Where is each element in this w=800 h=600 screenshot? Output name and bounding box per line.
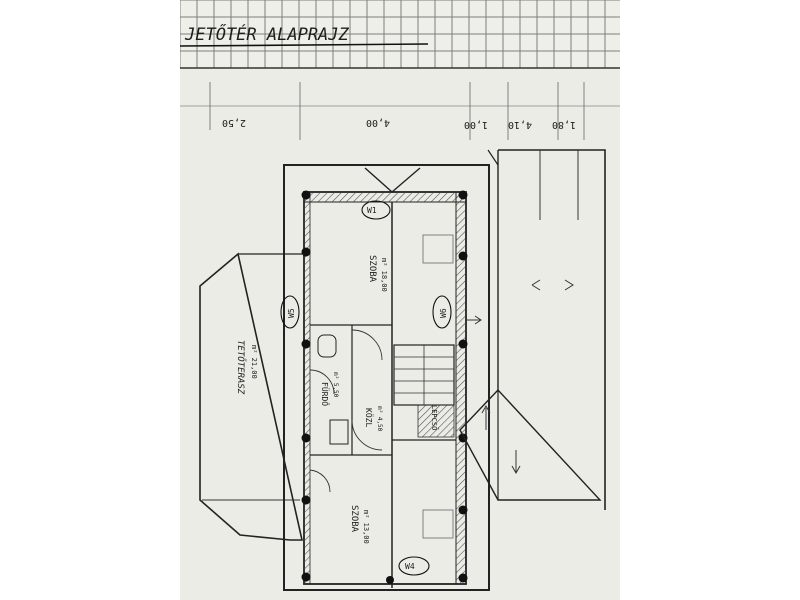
title-underline [180, 43, 429, 47]
building-outline [283, 164, 490, 591]
direction-arrows [466, 279, 574, 475]
dimension-5: 1,80 [552, 119, 576, 130]
plan-title: JETŐTÉR ALAPRAJZ [184, 23, 350, 45]
room-name-3: KÖZL [364, 408, 374, 427]
window-tag-w4: W4 [398, 556, 430, 576]
window-tag-w5: W5 [280, 295, 300, 329]
room-area-1: m² 18,00 [380, 258, 388, 292]
door-swing-1 [351, 329, 383, 361]
bed-mark-lower [422, 509, 454, 539]
floor-plan: JETŐTÉR ALAPRAJZ 4,00 2,50 1,00 4,10 1,8… [180, 0, 620, 600]
sink [329, 419, 349, 445]
dimension-1: 4,00 [366, 117, 390, 128]
door-swing-2 [351, 419, 383, 451]
door-swing-4 [309, 469, 331, 493]
svg-text:W4: W4 [405, 562, 415, 571]
room-name-5: SZOBA [349, 505, 359, 533]
roof-outline-right [498, 149, 606, 510]
room-name-4: FÜRDŐ [320, 382, 330, 406]
room-area-4: m² 5,50 [332, 372, 339, 398]
room-area-3: m² 4,50 [376, 406, 383, 432]
window-tag-w6: W6 [432, 295, 452, 329]
door-swing-3 [309, 369, 335, 395]
paper-sheet: JETŐTÉR ALAPRAJZ 4,00 2,50 1,00 4,10 1,8… [180, 0, 620, 600]
north-wall-hatch [303, 191, 467, 203]
room-name-2: TETŐTERASZ [235, 340, 246, 395]
roof-terrace-outline [199, 252, 303, 541]
window-tag-w1: W1 [361, 200, 391, 220]
stair-label: LÉPCSŐ [430, 405, 439, 430]
roof-corner [487, 149, 499, 166]
toilet [317, 334, 337, 358]
columns [301, 190, 468, 584]
dimension-4: 4,10 [508, 119, 532, 130]
dimension-3: 1,00 [464, 119, 488, 130]
dimension-chain: 4,00 2,50 1,00 4,10 1,80 [180, 82, 620, 140]
svg-text:W6: W6 [439, 308, 448, 318]
roof-valley [364, 167, 421, 193]
room-area-2: m² 21,00 [250, 345, 258, 379]
svg-text:W5: W5 [287, 308, 296, 318]
dimension-2: 2,50 [222, 117, 246, 128]
room-area-5: m² 13,00 [362, 510, 370, 544]
room-name-1: SZOBA [367, 255, 377, 283]
svg-text:W1: W1 [367, 206, 377, 215]
east-wall-hatch [455, 191, 467, 585]
bed-mark-upper [422, 234, 454, 264]
blank-sheet [180, 68, 620, 600]
staircase [393, 344, 455, 438]
